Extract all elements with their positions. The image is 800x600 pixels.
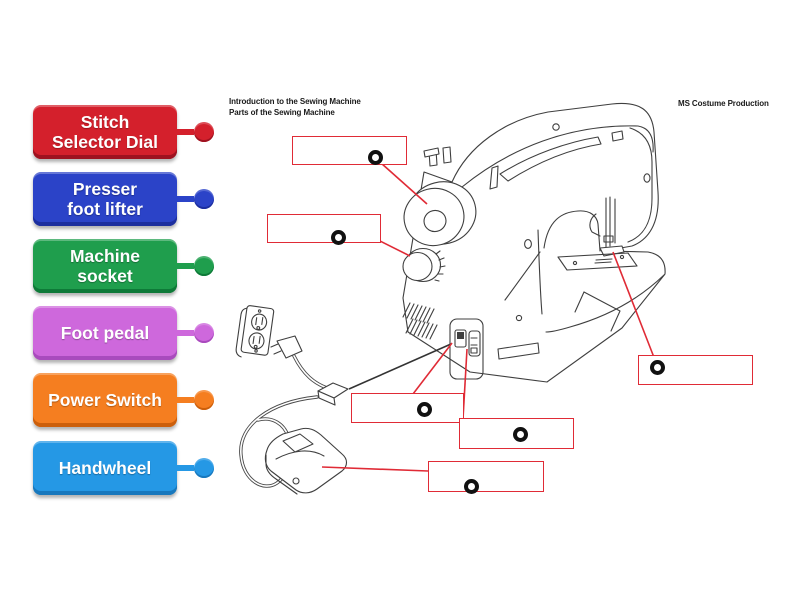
answer-box-3[interactable] (351, 393, 464, 423)
label-text: Machine socket (69, 245, 141, 286)
needle-area-drawing (589, 196, 625, 257)
connector-stub (176, 330, 194, 336)
label-text: Presser foot lifter (67, 178, 143, 219)
answer-box-4[interactable] (459, 418, 574, 449)
wall-outlet-drawing (235, 305, 275, 358)
connector-dot (194, 122, 214, 142)
small-dial-drawing (402, 247, 446, 283)
connector-stub (176, 129, 194, 135)
course-title-line1: Introduction to the Sewing Machine (229, 97, 361, 106)
answer-box-5[interactable] (428, 461, 544, 494)
connector-dot (194, 189, 214, 209)
power-switch-module-drawing (449, 318, 484, 380)
connector-dot (194, 458, 214, 478)
foot-pedal-drawing (264, 427, 348, 495)
machine-body-drawing (402, 102, 666, 383)
connector-stub (176, 196, 194, 202)
answer-box-2[interactable] (267, 214, 381, 245)
course-title-line2: Parts of the Sewing Machine (229, 107, 335, 117)
answer-box-6[interactable] (638, 355, 753, 385)
connector-dot (194, 256, 214, 276)
label-chip-handwheel[interactable]: Handwheel (33, 441, 214, 495)
label-text: Foot pedal (60, 322, 150, 343)
label-chip-presser-foot-lifter[interactable]: Presser foot lifter (33, 172, 214, 226)
connector-stub (176, 465, 194, 471)
power-plug-drawing (270, 335, 303, 359)
watermark-text: MS Costume Production (678, 99, 769, 108)
connector-dot (194, 323, 214, 343)
drop-target-circle[interactable] (368, 150, 383, 165)
answer-box-1[interactable] (292, 136, 407, 165)
label-chip-machine-socket[interactable]: Machine socket (33, 239, 214, 293)
machine-plug-connector-drawing (317, 382, 349, 406)
course-title: Introduction to the Sewing Machine Parts… (229, 97, 361, 119)
label-text: Stitch Selector Dial (51, 111, 159, 152)
label-text: Handwheel (58, 457, 152, 478)
connector-dot (194, 390, 214, 410)
machine-bed-drawing (545, 252, 665, 333)
drop-target-circle[interactable] (331, 230, 346, 245)
connector-stub (176, 263, 194, 269)
label-chip-stitch-selector-dial[interactable]: Stitch Selector Dial (33, 105, 214, 159)
vent-slots (402, 302, 438, 340)
drop-target-circle[interactable] (513, 427, 528, 442)
connector-stub (176, 397, 194, 403)
label-chip-power-switch[interactable]: Power Switch (33, 373, 214, 427)
socket-cable-line (348, 343, 452, 390)
label-chip-foot-pedal[interactable]: Foot pedal (33, 306, 214, 360)
drop-target-circle[interactable] (650, 360, 665, 375)
label-text: Power Switch (48, 389, 162, 410)
drop-target-circle[interactable] (464, 479, 479, 494)
drop-target-circle[interactable] (417, 402, 432, 417)
handwheel-drawing (403, 181, 477, 247)
